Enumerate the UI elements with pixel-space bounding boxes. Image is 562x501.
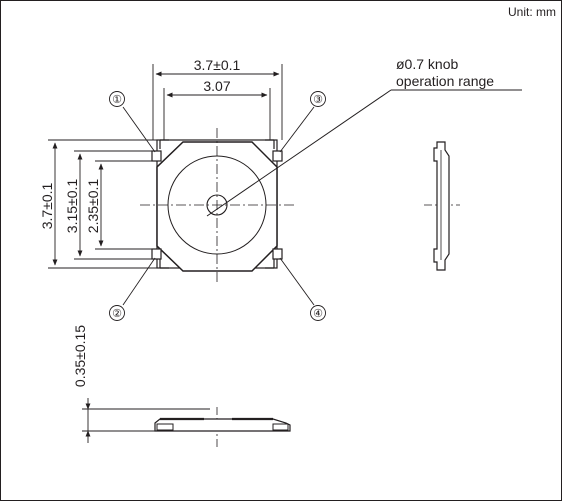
- terminal-markers: [109, 91, 326, 321]
- dim-inner-height: 2.35±0.1: [85, 179, 101, 234]
- dim-mid-height: 3.15±0.1: [64, 179, 80, 234]
- terminal-2: [151, 248, 162, 260]
- unit-label: Unit: mm: [508, 5, 556, 19]
- terminal-label-4: ④: [313, 308, 323, 320]
- height-dimensions: [48, 139, 157, 269]
- thickness-dimension: [82, 398, 210, 443]
- callout-leader: [206, 89, 392, 217]
- callout-line-1: ø0.7 knob: [396, 56, 458, 72]
- top-view: [140, 89, 522, 285]
- terminal-4: [272, 248, 283, 260]
- terminal-1: [151, 150, 162, 162]
- front-view: [154, 407, 291, 448]
- width-dimensions: [152, 64, 283, 140]
- callout-line-2: operation range: [396, 73, 494, 89]
- dim-outer-width: 3.7±0.1: [194, 57, 241, 73]
- terminal-label-2: ②: [112, 308, 122, 320]
- terminal-label-1: ①: [112, 94, 122, 106]
- dim-thickness: 0.35±0.15: [72, 325, 88, 387]
- terminal-leaders: [122, 106, 315, 306]
- side-view-right: [424, 141, 460, 271]
- terminal-label-3: ③: [313, 94, 323, 106]
- terminal-3: [272, 150, 283, 162]
- dim-inner-width: 3.07: [203, 78, 230, 94]
- dim-outer-height: 3.7±0.1: [39, 182, 55, 229]
